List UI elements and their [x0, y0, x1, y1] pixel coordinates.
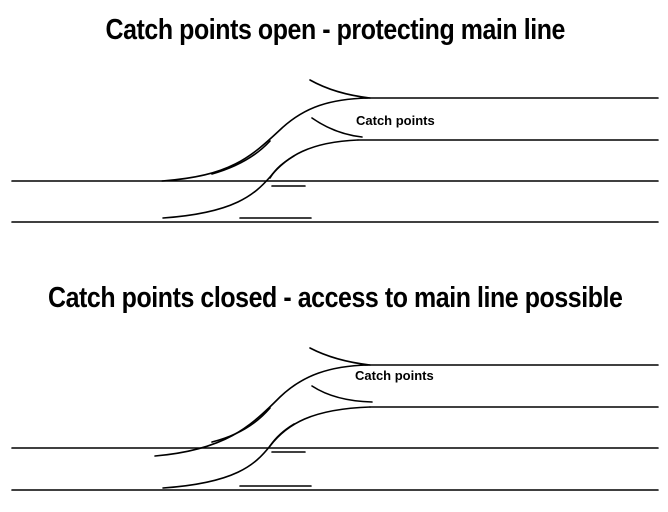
- connecting-rail-lower: [162, 139, 359, 219]
- catch-point-blade-upper: [211, 407, 271, 443]
- panel-catch-points-open: Catch points open - protecting main line…: [11, 14, 659, 223]
- connecting-rail-upper: [161, 97, 369, 182]
- flare-upper: [309, 79, 371, 99]
- track-diagram: Catch points: [11, 79, 659, 223]
- catch-points-label: Catch points: [355, 368, 434, 383]
- flare-lower: [311, 385, 373, 403]
- flare-lower: [311, 117, 363, 138]
- panel-title: Catch points open - protecting main line: [105, 14, 566, 46]
- connecting-rail-upper: [154, 364, 369, 457]
- panel-title: Catch points closed - access to main lin…: [48, 282, 623, 314]
- catch-point-blade-upper: [211, 140, 271, 175]
- catch-points-label: Catch points: [356, 113, 435, 128]
- catch-point-blade-lower: [269, 423, 295, 447]
- catch-point-blade-lower: [269, 155, 295, 179]
- track-diagram: Catch points: [11, 347, 659, 491]
- flare-upper: [309, 347, 371, 366]
- panel-catch-points-closed: Catch points closed - access to main lin…: [0, 268, 668, 512]
